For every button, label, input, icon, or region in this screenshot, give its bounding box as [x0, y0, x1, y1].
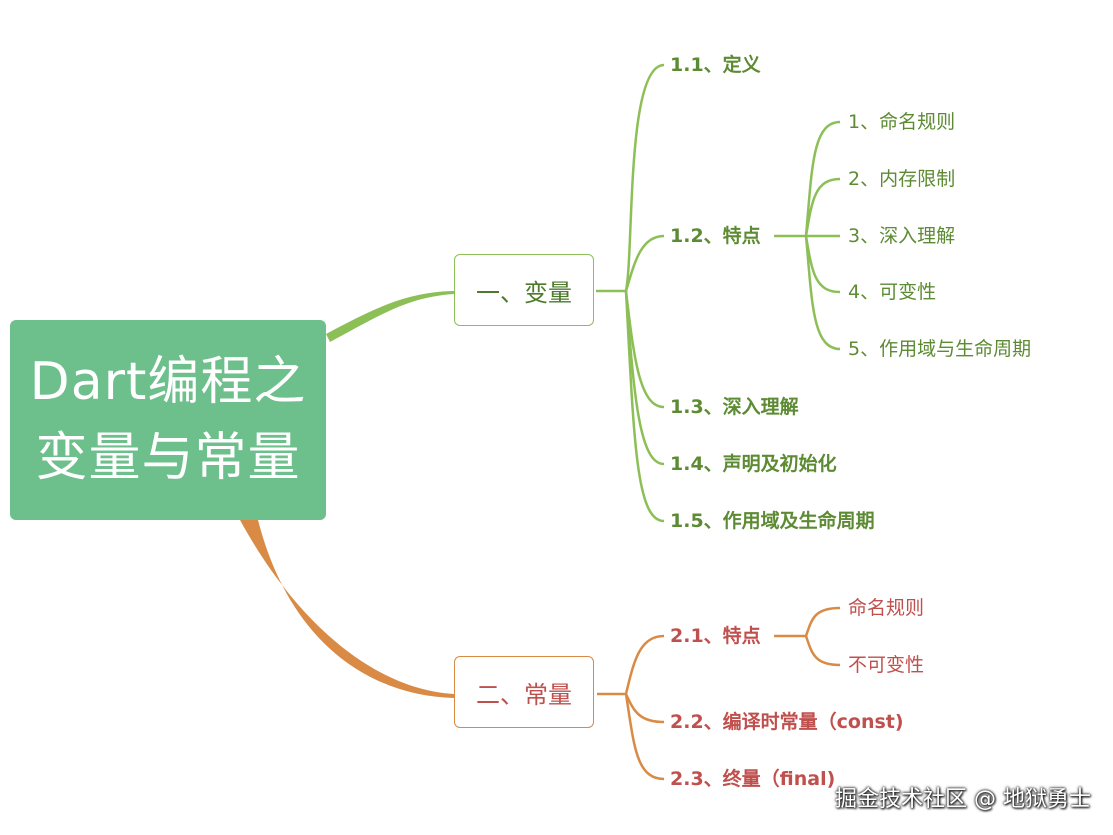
root-to-constants-connector: [240, 520, 454, 698]
topic-definition[interactable]: 1.1、定义: [670, 54, 761, 76]
topic-scope-lifecycle[interactable]: 1.5、作用域及生命周期: [670, 510, 875, 532]
branch-variables[interactable]: 一、变量: [454, 254, 594, 326]
topic-final[interactable]: 2.3、终量（final): [670, 768, 836, 790]
const-feature-naming-rules[interactable]: 命名规则: [848, 597, 925, 619]
feature-memory-limit[interactable]: 2、内存限制: [848, 168, 956, 190]
feature-deep-understanding[interactable]: 3、深入理解: [848, 225, 956, 247]
central-topic[interactable]: Dart编程之 变量与常量: [10, 320, 326, 520]
watermark: 掘金技术社区 @ 地狱勇士: [835, 787, 1091, 812]
central-topic-line1: Dart编程之: [29, 352, 307, 412]
topic-variable-features[interactable]: 1.2、特点: [670, 225, 761, 247]
variables-connectors: [596, 63, 841, 523]
feature-mutability[interactable]: 4、可变性: [848, 281, 937, 303]
topic-constant-features[interactable]: 2.1、特点: [670, 625, 761, 647]
topic-deep-understanding[interactable]: 1.3、深入理解: [670, 396, 799, 418]
feature-scope-lifecycle[interactable]: 5、作用域与生命周期: [848, 338, 1032, 360]
central-topic-line2: 变量与常量: [35, 428, 301, 488]
feature-naming-rules[interactable]: 1、命名规则: [848, 111, 956, 133]
topic-compile-time-const[interactable]: 2.2、编译时常量（const): [670, 711, 904, 733]
branch-constants[interactable]: 二、常量: [454, 656, 594, 728]
const-feature-immutability[interactable]: 不可变性: [848, 654, 925, 676]
root-to-variables-connector: [326, 291, 454, 342]
constants-connectors: [597, 606, 841, 781]
topic-declaration-init[interactable]: 1.4、声明及初始化: [670, 453, 837, 475]
